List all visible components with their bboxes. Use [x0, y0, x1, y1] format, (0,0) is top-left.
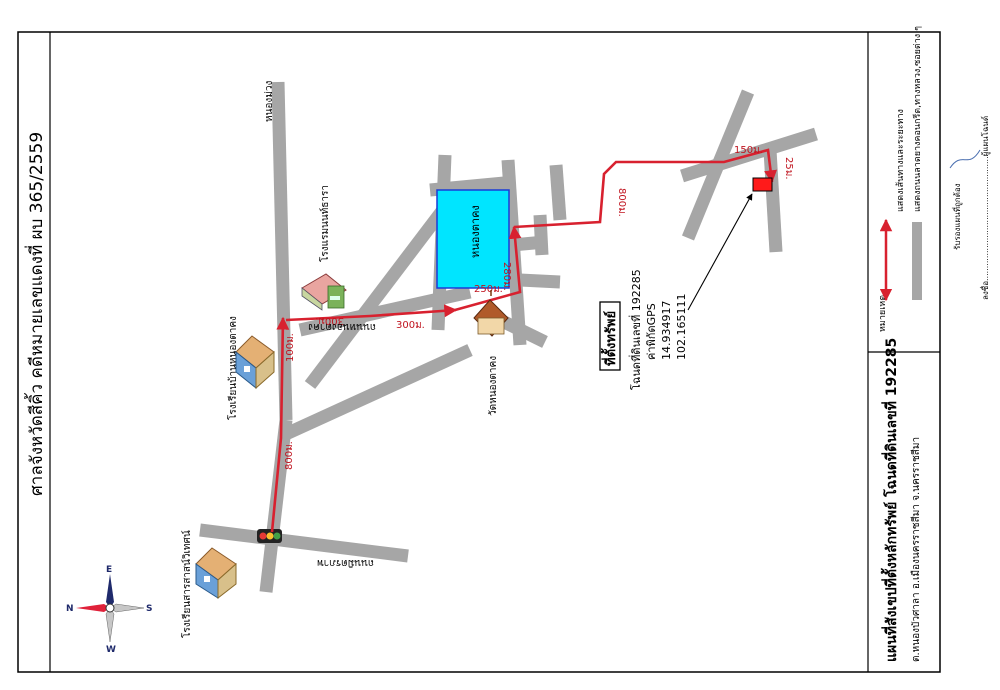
- road-highway: [199, 523, 409, 563]
- property-lon: 102.165111: [675, 294, 688, 360]
- compass-n: N: [66, 604, 74, 614]
- temple-icon: [473, 290, 509, 337]
- legend-receiver-label: รับรองแผนที่ถูกต้อง: [951, 183, 963, 250]
- road-south-vertical: [259, 419, 293, 593]
- road-pond-right: [501, 159, 527, 346]
- road-north-vertical: [271, 81, 293, 421]
- distance-labels: 800ม. 100ม. 300ม. 300ม. 250ม. 280ม. 800ม…: [284, 145, 794, 470]
- signature-mark: [949, 149, 981, 169]
- distance-800-left: 800ม.: [284, 441, 295, 470]
- compass-w: W: [106, 645, 116, 655]
- court-title: ศาลจังหวัดสีคิ้ว คดีหมายเลขแดงที่ ผบ 365…: [24, 132, 47, 496]
- school1-label: โรงเรียนบ้านหนองตาคง: [226, 316, 239, 420]
- property-heading-box: [599, 301, 621, 371]
- legend: หมายเหตุ แสดงเส้นทางและระยะทาง แสดงถนนลา…: [878, 26, 991, 332]
- property-pointer: [687, 193, 753, 311]
- compass-rose-icon: N S E W: [66, 565, 152, 655]
- compass-s: S: [146, 604, 152, 614]
- property-gps-label: ค่าพิกัดGPS: [645, 303, 658, 360]
- distance-250: 250ม.: [474, 284, 503, 295]
- distance-100: 100ม.: [285, 333, 296, 362]
- distance-800-right: 800ม.: [616, 188, 627, 217]
- map-title: แผนที่สังเขปที่ตั้งหลักทรัพย์ โฉนดที่ดิน…: [880, 338, 900, 662]
- route-path: [270, 148, 777, 533]
- school1-building-icon: [235, 335, 275, 390]
- road-diagonal-b: [304, 186, 464, 389]
- compass-e: E: [106, 565, 112, 575]
- distance-300-b: 300ม.: [396, 320, 425, 331]
- legend-route-label: แสดงเส้นทางและระยะทาง: [895, 109, 906, 212]
- pond-area: [436, 189, 510, 289]
- distance-280: 280ม.: [501, 262, 512, 291]
- property-marker: [752, 177, 773, 192]
- legend-heading: หมายเหตุ: [878, 295, 888, 332]
- property-lat: 14.934917: [660, 301, 673, 361]
- road-diagonal-a: [283, 344, 473, 440]
- school2-label: โรงเรียนสารสาสน์วิเทศน์: [180, 530, 193, 638]
- distance-25: 25ม.: [783, 157, 794, 180]
- place-labels: หนองม่วง โรงแรมนนท์ธารา โรงเรียนบ้านหนอง…: [180, 80, 499, 638]
- road2-label: ถนนมิตรภาพ: [317, 557, 374, 568]
- property-deed: โฉนดที่ดินเลขที่ 192285: [628, 269, 643, 390]
- road-stub-4: [549, 164, 567, 221]
- north-place-label: หนองม่วง: [264, 80, 275, 122]
- roads: [199, 81, 818, 593]
- legend-sign-label: ลงชื่อ..................................…: [979, 116, 991, 300]
- factory-building-icon: [301, 273, 347, 311]
- road-temple-spur: [497, 314, 548, 348]
- map-subtitle: ต.หนองบัวศาลา อ.เมืองนครราชสีมา จ.นครราช…: [910, 437, 922, 662]
- road1-label: ถนนหนองตาคง: [308, 321, 376, 332]
- factory-label: โรงแรมนนท์ธารา: [318, 185, 331, 262]
- road-stub-1: [519, 273, 561, 289]
- distance-300-a: 300ม.: [315, 315, 344, 326]
- legend-road-label: แสดงถนนลาดยางคอนกรีต,ทางหลวง,ซอยต่าง ๆ: [912, 26, 923, 212]
- property-heading: ที่ตั้งทรัพย์: [600, 311, 619, 366]
- road-stub-3: [533, 214, 549, 256]
- property-info: ที่ตั้งทรัพย์ โฉนดที่ดินเลขที่ 192285 ค่…: [599, 269, 688, 390]
- outer-frame: [17, 31, 941, 673]
- school2-building-icon: [195, 547, 237, 600]
- temple-label: วัดหนองตาคง: [488, 356, 499, 416]
- traffic-light-icon: [257, 529, 282, 543]
- distance-150: 150ม.: [734, 145, 763, 156]
- pond-label: หนองตาคง: [469, 205, 482, 258]
